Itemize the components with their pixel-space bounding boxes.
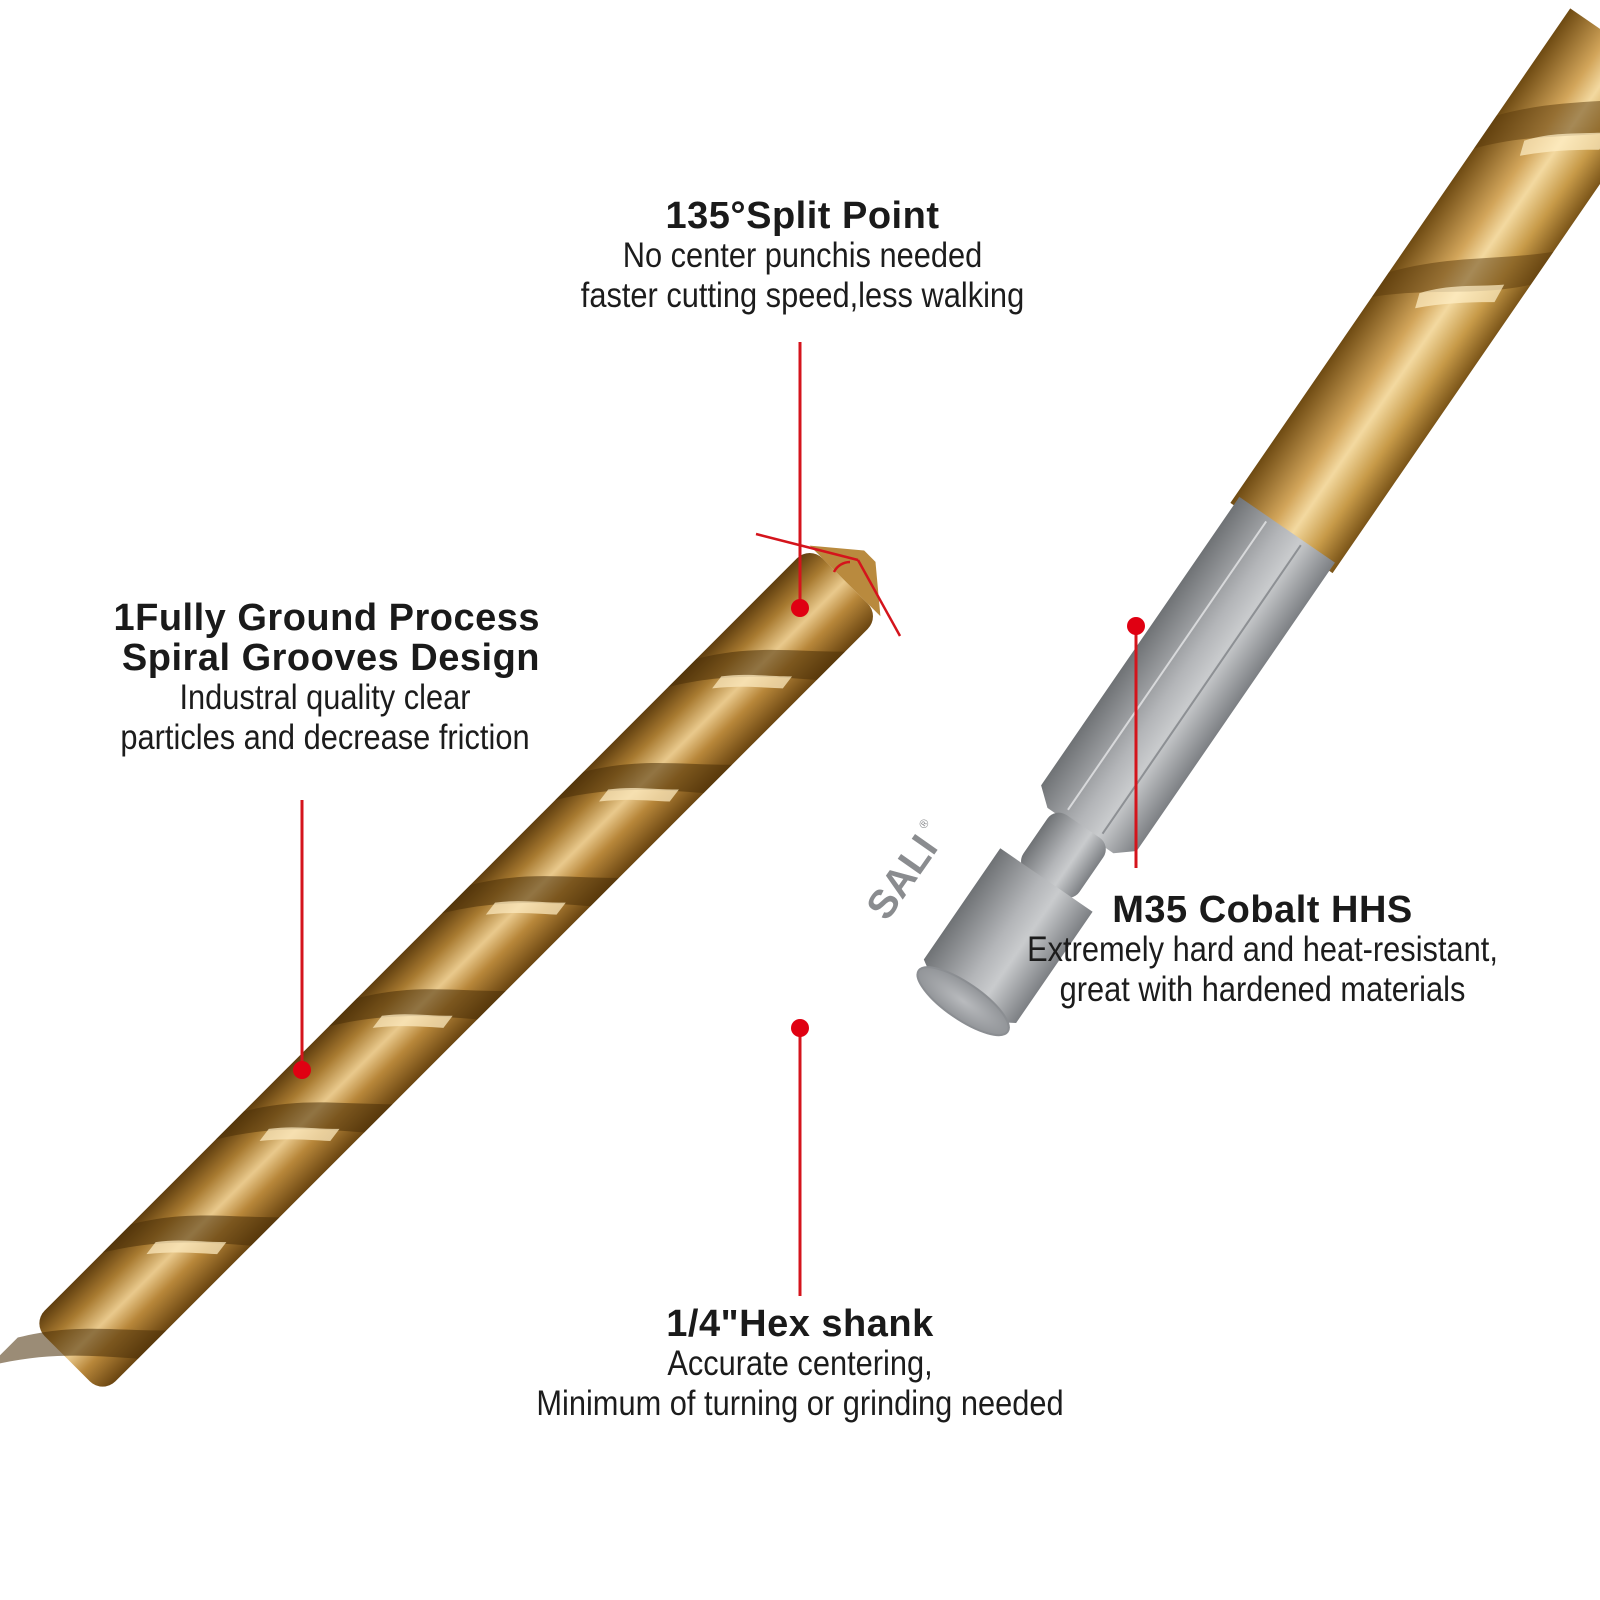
callout-hex-shank-line: Minimum of turning or grinding needed <box>536 1384 1064 1423</box>
callout-spiral-line: Industral quality clear <box>179 678 471 717</box>
callout-spiral-title-line: 1Fully Ground Process <box>113 597 540 639</box>
callout-hex-shank-line: Accurate centering, <box>667 1344 933 1383</box>
callout-spiral-pointer <box>293 800 311 1079</box>
callout-cobalt-description: Extremely hard and heat-resistant, great… <box>1018 930 1506 1010</box>
callout-cobalt-line: great with hardened materials <box>1059 970 1466 1009</box>
callout-spiral-title-line: Spiral Grooves Design <box>121 637 540 679</box>
callout-split-point-title: 135°Split Point <box>665 195 940 237</box>
callout-split-point: 135°Split Point No center punchis needed… <box>500 196 1105 316</box>
svg-text:®: ® <box>916 816 933 831</box>
callout-split-point-pointer <box>791 342 809 617</box>
callout-hex-shank-title: 1/4"Hex shank <box>666 1303 934 1345</box>
callout-split-point-description: No center punchis needed faster cutting … <box>536 236 1068 316</box>
callout-spiral-line: particles and decrease friction <box>120 718 530 757</box>
callout-spiral-title: 1Fully Ground Process Spiral Grooves Des… <box>40 598 610 678</box>
callout-split-point-line: faster cutting speed,less walking <box>580 276 1025 315</box>
fluted-drill-bit <box>0 545 881 1387</box>
sali-logo: SALI ® <box>858 816 946 928</box>
callout-spiral-grooves: 1Fully Ground Process Spiral Grooves Des… <box>40 598 610 758</box>
callout-hex-shank: 1/4"Hex shank Accurate centering, Minimu… <box>490 1304 1110 1424</box>
callout-cobalt: M35 Cobalt HHS Extremely hard and heat-r… <box>985 890 1540 1010</box>
callout-cobalt-line: Extremely hard and heat-resistant, <box>1027 930 1498 969</box>
hex-shank-drill-bit <box>916 8 1600 1037</box>
callout-split-point-line: No center punchis needed <box>622 236 983 275</box>
svg-text:SALI: SALI <box>858 828 946 928</box>
callout-cobalt-title: M35 Cobalt HHS <box>1112 889 1413 931</box>
split-point-angle-indicator <box>755 532 902 637</box>
callout-spiral-description: Industral quality clear particles and de… <box>74 678 576 758</box>
callout-hex-shank-pointer <box>791 1019 809 1296</box>
callout-hex-shank-description: Accurate centering, Minimum of turning o… <box>527 1344 1073 1424</box>
callout-cobalt-pointer <box>1127 617 1145 868</box>
